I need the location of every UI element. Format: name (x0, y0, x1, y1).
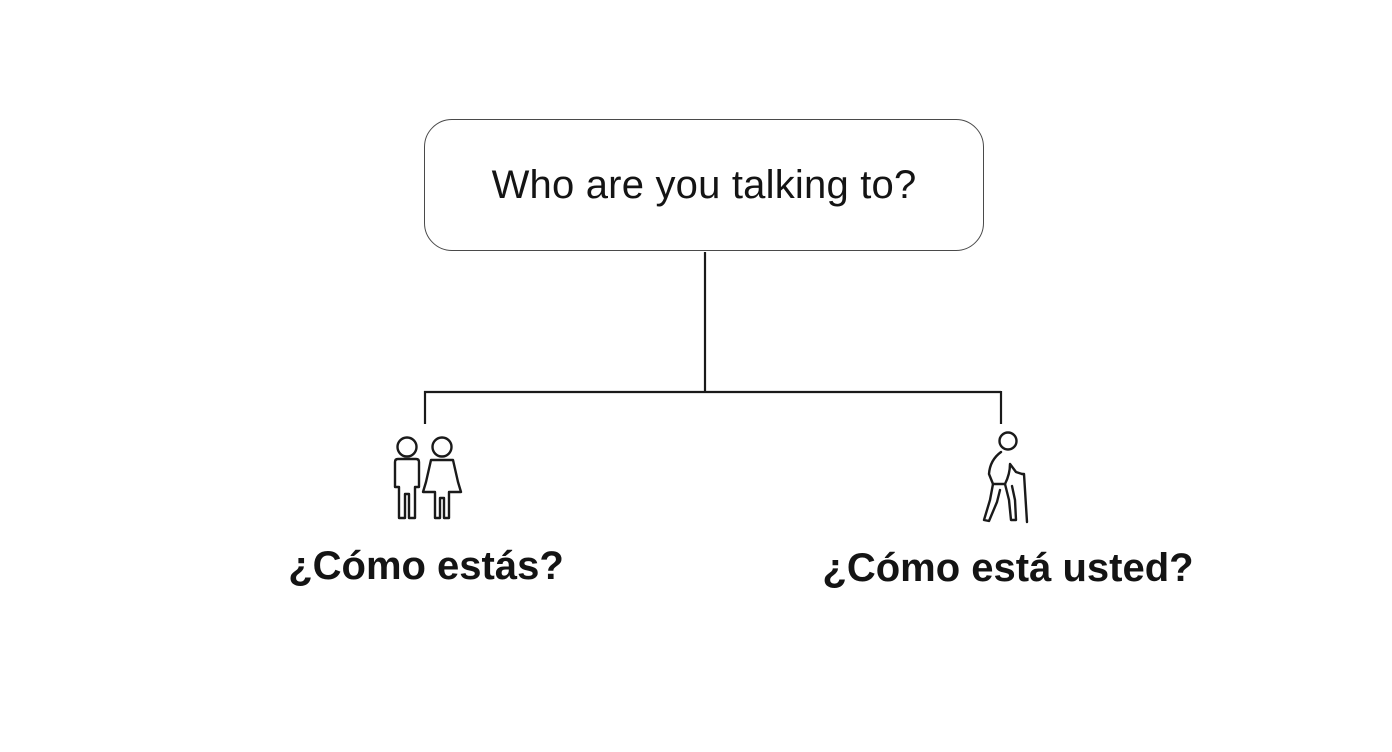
two-people-icon (393, 436, 463, 520)
question-text: Who are you talking to? (491, 162, 917, 207)
informal-greeting-label: ¿Cómo estás? (288, 544, 564, 588)
formal-greeting-label: ¿Cómo está usted? (822, 546, 1194, 590)
branch-informal: ¿Cómo estás? (256, 432, 596, 589)
branch-formal: ¿Cómo está usted? (800, 430, 1216, 591)
elderly-person-with-cane-icon (982, 431, 1029, 524)
question-box: Who are you talking to? (424, 119, 984, 251)
